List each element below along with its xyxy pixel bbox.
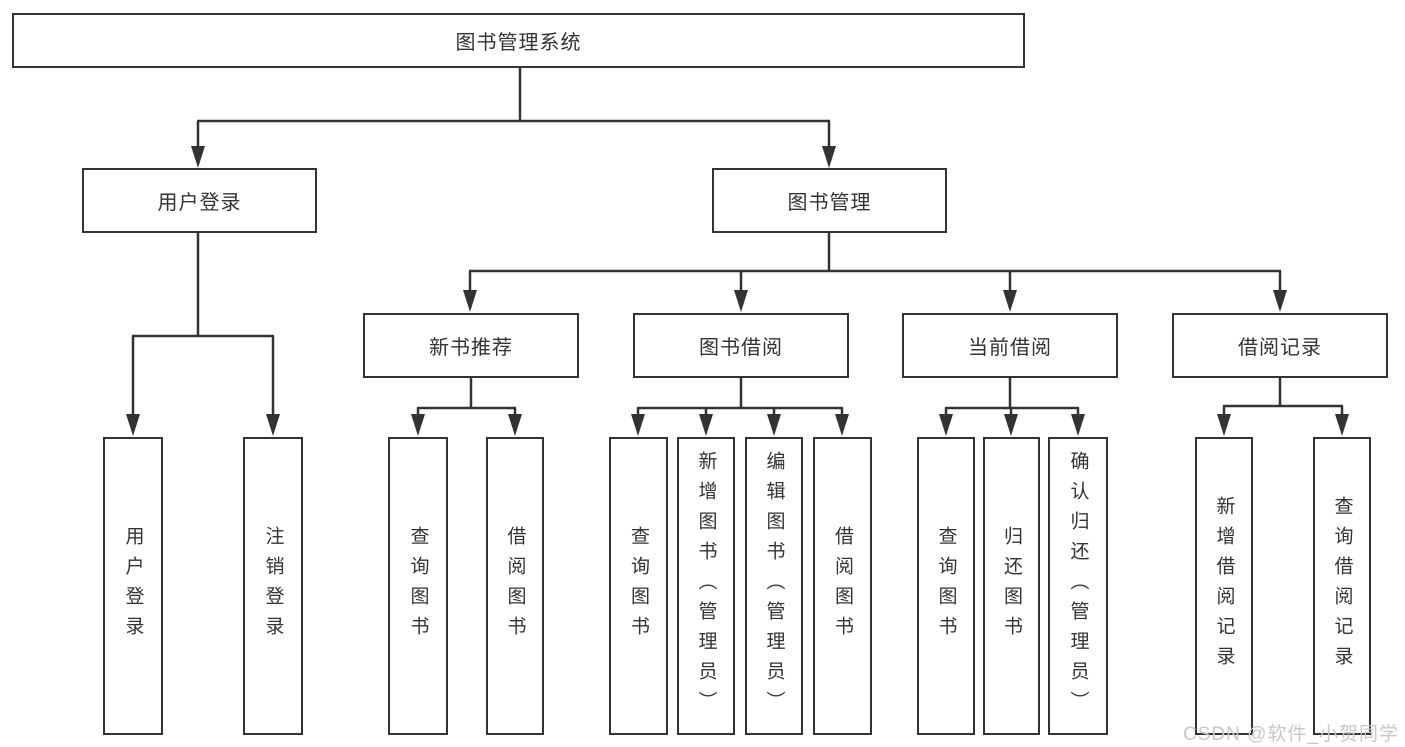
node-borrow-record-label: 借阅记录 (1238, 337, 1322, 359)
node-leaf-query-book-borrow: 查询图书 (609, 437, 668, 735)
node-leaf-borrow-book-recommend: 借阅图书 (486, 437, 544, 735)
node-root: 图书管理系统 (12, 13, 1025, 68)
node-leaf-add-borrow-record-label: 新增借阅记录 (1213, 496, 1235, 676)
node-leaf-edit-book-admin-label: 编辑图书（管理员） (763, 451, 785, 721)
node-user-login-branch: 用户登录 (82, 168, 317, 233)
node-root-label: 图书管理系统 (455, 32, 582, 54)
node-new-book-recommend: 新书推荐 (363, 313, 579, 378)
node-leaf-return-book: 归还图书 (983, 437, 1040, 735)
node-book-borrow: 图书借阅 (633, 313, 849, 378)
node-leaf-add-borrow-record: 新增借阅记录 (1195, 437, 1253, 735)
node-leaf-user-login: 用户登录 (103, 437, 163, 735)
node-leaf-confirm-return-admin-label: 确认归还（管理员） (1067, 451, 1089, 721)
node-new-book-recommend-label: 新书推荐 (429, 337, 513, 359)
node-user-login-branch-label: 用户登录 (157, 192, 242, 214)
node-current-borrow-label: 当前借阅 (968, 337, 1052, 359)
node-leaf-query-book-current-label: 查询图书 (935, 526, 957, 646)
node-book-management-branch-label: 图书管理 (787, 192, 872, 214)
node-book-borrow-label: 图书借阅 (699, 337, 783, 359)
node-leaf-borrow-book: 借阅图书 (813, 437, 872, 735)
node-leaf-edit-book-admin: 编辑图书（管理员） (745, 437, 803, 735)
node-book-management-branch: 图书管理 (712, 168, 947, 233)
node-leaf-user-login-label: 用户登录 (122, 526, 144, 646)
node-leaf-query-book-current: 查询图书 (917, 437, 975, 735)
node-leaf-query-borrow-record: 查询借阅记录 (1313, 437, 1371, 735)
node-leaf-borrow-book-recommend-label: 借阅图书 (504, 526, 526, 646)
node-leaf-query-book-recommend: 查询图书 (388, 437, 448, 735)
node-leaf-query-book-recommend-label: 查询图书 (407, 526, 429, 646)
node-leaf-add-book-admin: 新增图书（管理员） (677, 437, 735, 735)
node-leaf-query-borrow-record-label: 查询借阅记录 (1331, 496, 1353, 676)
node-leaf-query-book-borrow-label: 查询图书 (628, 526, 649, 646)
csdn-watermark: CSDN @软件_小贺同学 (1183, 724, 1399, 745)
node-leaf-confirm-return-admin: 确认归还（管理员） (1048, 437, 1108, 735)
node-current-borrow: 当前借阅 (902, 313, 1118, 378)
node-leaf-borrow-book-label: 借阅图书 (832, 526, 853, 646)
node-leaf-logout: 注销登录 (243, 437, 303, 735)
node-borrow-record: 借阅记录 (1172, 313, 1388, 378)
node-leaf-return-book-label: 归还图书 (1001, 526, 1022, 646)
node-leaf-logout-label: 注销登录 (262, 526, 284, 646)
node-leaf-add-book-admin-label: 新增图书（管理员） (695, 451, 717, 721)
